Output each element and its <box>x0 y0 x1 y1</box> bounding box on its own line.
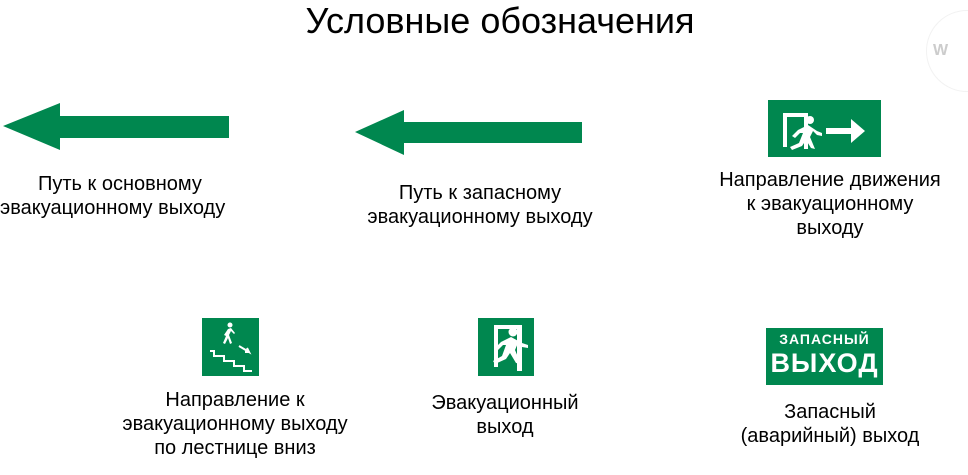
exit-direction-sign-icon <box>768 100 881 157</box>
exit-sign-icon <box>478 318 534 376</box>
arrow-left-icon <box>355 110 582 155</box>
caption-line: эвакуационному выходу <box>122 413 348 435</box>
caption-line: Направление движения <box>719 169 941 191</box>
sign-text: ВЫХОД <box>770 348 879 378</box>
arrow-left-icon <box>3 103 229 150</box>
caption-line: выходу <box>796 217 864 239</box>
emergency-exit-sign-icon: ЗАПАСНЫЙ ВЫХОД <box>766 328 883 385</box>
caption-line: выход <box>476 416 534 438</box>
caption-line: Эвакуационный <box>431 392 579 414</box>
sign-text: ЗАПАСНЫЙ <box>779 331 870 347</box>
caption-line: эвакуационному выходу <box>367 206 593 228</box>
caption-line: к эвакуационному <box>746 193 914 215</box>
caption-line: Путь к основному <box>38 173 202 195</box>
legend-caption-emergency-exit: Запасный(аварийный) выход <box>690 400 968 448</box>
caption-line: по лестнице вниз <box>154 437 316 459</box>
page-title: Условные обозначения <box>305 0 695 41</box>
stairs-down-sign-icon <box>202 318 259 376</box>
caption-line: Путь к запасному <box>398 182 562 204</box>
caption-line: эвакуационному выходу <box>0 197 226 219</box>
caption-line: Направление к <box>165 389 305 411</box>
caption-line: Запасный <box>784 401 876 423</box>
caption-line: (аварийный) выход <box>740 425 920 447</box>
